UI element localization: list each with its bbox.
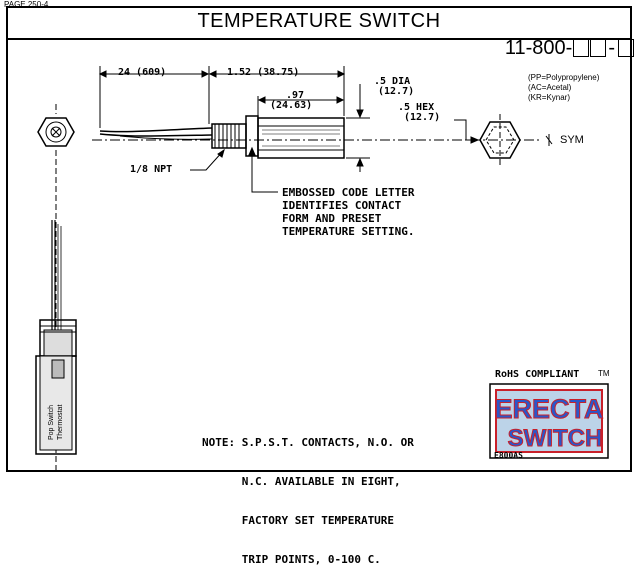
material-legend: (PP=Polypropylene) (AC=Acetal) (KR=Kynar… — [528, 73, 599, 103]
contacts-note-line-3: FACTORY SET TEMPERATURE — [202, 514, 395, 527]
part-code-box-1 — [573, 39, 590, 57]
emboss-note-line-3: FORM AND PRESET — [282, 212, 382, 225]
emboss-note: EMBOSSED CODE LETTER IDENTIFIES CONTACT … — [282, 186, 414, 238]
emboss-note-line-1: EMBOSSED CODE LETTER — [282, 186, 415, 199]
trademark-mark: TM — [598, 369, 610, 378]
contacts-note-line-4: TRIP POINTS, 0-100 C. — [202, 553, 381, 566]
lead-wires — [99, 127, 213, 140]
contacts-note-line-1: NOTE: S.P.S.T. CONTACTS, N.O. OR — [202, 436, 414, 449]
dim-thread: 1/8 NPT — [130, 164, 173, 175]
rohs-label: RoHS COMPLIANT — [495, 369, 580, 380]
dim-hex-mm: (12.7) — [404, 112, 441, 123]
dim-shoulder-in: .97 — [286, 90, 305, 101]
part-number: 11-800- - — [505, 36, 634, 60]
part-number-prefix: 11-800- — [504, 36, 573, 59]
contacts-note-line-2: N.C. AVAILABLE IN EIGHT, — [202, 475, 401, 488]
page-label: PAGE 250-4 — [4, 0, 49, 9]
right-end-view — [479, 114, 521, 166]
dim-dia-in: .5 DIA — [374, 76, 411, 87]
part-code-box-2 — [590, 39, 607, 57]
logo-line-2: SWITCH — [508, 425, 603, 452]
cutaway-view — [35, 220, 77, 455]
cutaway-label-1: Pop Switch — [48, 405, 55, 440]
hex-body — [257, 117, 345, 159]
title-bar: TEMPERATURE SWITCH — [8, 8, 630, 40]
dim-lead-length: 24 (609) — [118, 67, 167, 78]
legend-ac: (AC=Acetal) — [528, 83, 572, 92]
legend-kr: (KR=Kynar) — [528, 93, 571, 102]
cutaway-label-2: Thermostat — [57, 405, 64, 440]
logo-code: E800AS — [494, 451, 523, 460]
logo-line-1: ERECTA — [494, 394, 603, 424]
erecta-switch-logo: ERECTA SWITCH — [489, 383, 609, 459]
symmetry-label: SYM — [560, 134, 584, 146]
part-number-separator: - — [608, 36, 615, 59]
left-end-view — [37, 117, 75, 147]
emboss-note-line-4: TEMPERATURE SETTING. — [282, 225, 415, 238]
legend-pp: (PP=Polypropylene) — [528, 73, 600, 82]
threaded-section — [211, 123, 247, 149]
emboss-note-line-2: IDENTIFIES CONTACT — [282, 199, 402, 212]
drawing-title: TEMPERATURE SWITCH — [197, 10, 441, 32]
dim-body-length: 1.52 (38.75) — [227, 67, 300, 78]
part-code-box-3 — [618, 39, 634, 57]
dim-shoulder-mm: (24.63) — [270, 100, 313, 111]
technical-drawing: ERECTA SWITCH Pop Switch Thermostat — [35, 66, 609, 470]
dim-hex-in: .5 HEX — [398, 102, 435, 113]
dim-dia-mm: (12.7) — [378, 86, 415, 97]
contacts-note: NOTE: S.P.S.T. CONTACTS, N.O. OR N.C. AV… — [202, 410, 414, 579]
drawing-frame: TEMPERATURE SWITCH — [6, 6, 632, 472]
